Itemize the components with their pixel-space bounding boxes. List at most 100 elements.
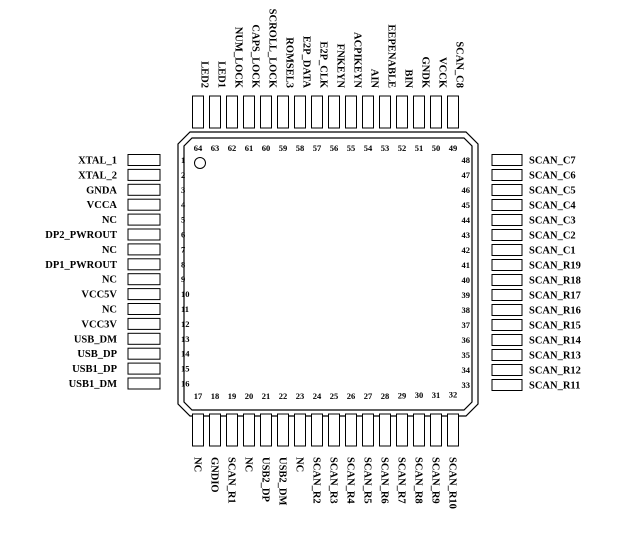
top-pin-number-60: 60 [262,143,271,153]
bottom-pin-label-19: SCAN_R1 [226,457,237,504]
left-pin-pad-12 [127,317,161,330]
left-pin-pad-14 [127,347,161,360]
left-pin-number-15: 15 [181,364,190,374]
left-pin-number-2: 2 [181,170,185,180]
top-pin-pad-51 [413,95,425,129]
bottom-pin-pad-31 [430,413,442,447]
right-pin-pad-45 [491,199,523,211]
bottom-pin-pad-25 [328,413,340,447]
top-pin-number-58: 58 [296,143,305,153]
right-pin-label-44: SCAN_C3 [529,216,576,227]
right-pin-label-47: SCAN_C6 [529,171,576,182]
left-pin-label-13: USB_DM [74,334,117,345]
right-pin-pad-38 [491,304,523,316]
left-pin-label-8: DP1_PWROUT [45,260,117,271]
right-pin-number-39: 39 [462,290,471,300]
right-pin-label-36: SCAN_R14 [529,336,582,347]
left-pin-number-12: 12 [181,319,190,329]
top-pin-label-50: VCCK [437,57,448,89]
top-pin-label-61: CAPS_LOCK [250,24,261,88]
left-pin-number-13: 13 [181,334,190,344]
bottom-pin-number-18: 18 [211,391,220,401]
bottom-pin-number-20: 20 [245,391,254,401]
bottom-pin-group: NC17GNDIO18SCAN_R119NC20USB2_DP21USB2_DM… [192,389,459,509]
top-pin-label-56: FNKEYN [335,44,346,89]
pin1-marker [194,157,206,169]
top-pin-label-57: E2P_CLK [318,41,329,89]
right-pin-label-41: SCAN_R19 [529,261,581,272]
left-pin-number-14: 14 [181,349,190,359]
left-pin-pad-15 [127,362,161,375]
top-pin-number-49: 49 [449,143,458,153]
bottom-pin-number-31: 31 [432,390,441,400]
bottom-pin-number-28: 28 [381,391,390,401]
top-pin-label-60: SCROLL_LOCK [267,9,278,89]
right-pin-pad-47 [491,169,523,181]
top-pin-number-50: 50 [432,143,441,153]
top-pin-number-54: 54 [364,143,373,153]
right-pin-label-40: SCAN_R18 [529,276,581,287]
right-pin-pad-44 [491,214,523,226]
left-pin-number-5: 5 [181,215,185,225]
right-pin-number-44: 44 [462,215,471,225]
left-pin-pad-13 [127,332,161,345]
package-body-inner [183,137,473,411]
top-pin-label-64: LED2 [199,61,210,88]
left-pin-pad-11 [127,303,161,315]
right-pin-number-42: 42 [462,245,471,255]
bottom-pin-label-21: USB2_DP [260,457,271,503]
bottom-pin-label-22: USB2_DM [277,457,288,506]
right-pin-label-33: SCAN_R11 [529,381,580,392]
right-pin-number-38: 38 [462,305,471,315]
bottom-pin-number-27: 27 [364,391,373,401]
left-pin-pad-10 [127,288,161,301]
bottom-pin-label-25: SCAN_R3 [328,457,339,504]
top-pin-pad-62 [226,95,238,129]
left-pin-number-9: 9 [181,274,185,284]
bottom-pin-label-18: GNDIO [209,457,220,493]
top-pin-pad-59 [277,95,289,129]
left-pin-label-4: VCCA [87,200,118,211]
top-pin-label-59: ROMSEL3 [284,37,295,88]
right-pin-label-43: SCAN_C2 [529,231,576,242]
right-pin-number-41: 41 [462,260,471,270]
top-pin-number-62: 62 [228,143,237,153]
left-pin-label-14: USB_DP [77,349,117,360]
right-pin-label-35: SCAN_R13 [529,351,581,362]
top-pin-pad-49 [447,95,459,129]
right-pin-label-38: SCAN_R16 [529,306,581,317]
bottom-pin-pad-24 [311,413,323,447]
bottom-pin-number-25: 25 [330,391,339,401]
top-pin-pad-63 [209,95,221,129]
bottom-pin-pad-21 [260,413,272,447]
left-pin-pad-2 [127,168,161,181]
top-pin-number-57: 57 [313,143,322,153]
left-pin-number-6: 6 [181,230,185,240]
left-pin-label-6: DP2_PWROUT [45,230,117,241]
top-pin-number-53: 53 [381,143,390,153]
left-pin-number-10: 10 [181,289,190,299]
top-pin-pad-56 [328,95,340,129]
left-pin-label-12: VCC3V [81,319,117,330]
top-pin-label-55: ACPIKEYN [352,32,363,88]
right-pin-pad-36 [491,334,523,346]
bottom-pin-label-28: SCAN_R6 [379,457,390,504]
left-pin-label-1: XTAL_1 [78,156,117,167]
bottom-pin-label-29: SCAN_R7 [396,457,407,504]
right-pin-number-47: 47 [462,170,471,180]
right-pin-label-48: SCAN_C7 [529,156,576,167]
top-pin-pad-52 [396,95,408,129]
top-pin-label-54: AIN [369,69,380,89]
right-pin-pad-35 [491,349,523,361]
left-pin-label-5: NC [102,215,117,226]
bottom-pin-label-23: NC [294,457,305,472]
top-pin-number-64: 64 [194,143,203,153]
right-pin-number-40: 40 [462,275,471,285]
bottom-pin-number-22: 22 [279,391,288,401]
left-pin-number-3: 3 [181,185,185,195]
right-pin-pad-33 [491,379,523,391]
left-pin-pad-8 [127,258,161,271]
